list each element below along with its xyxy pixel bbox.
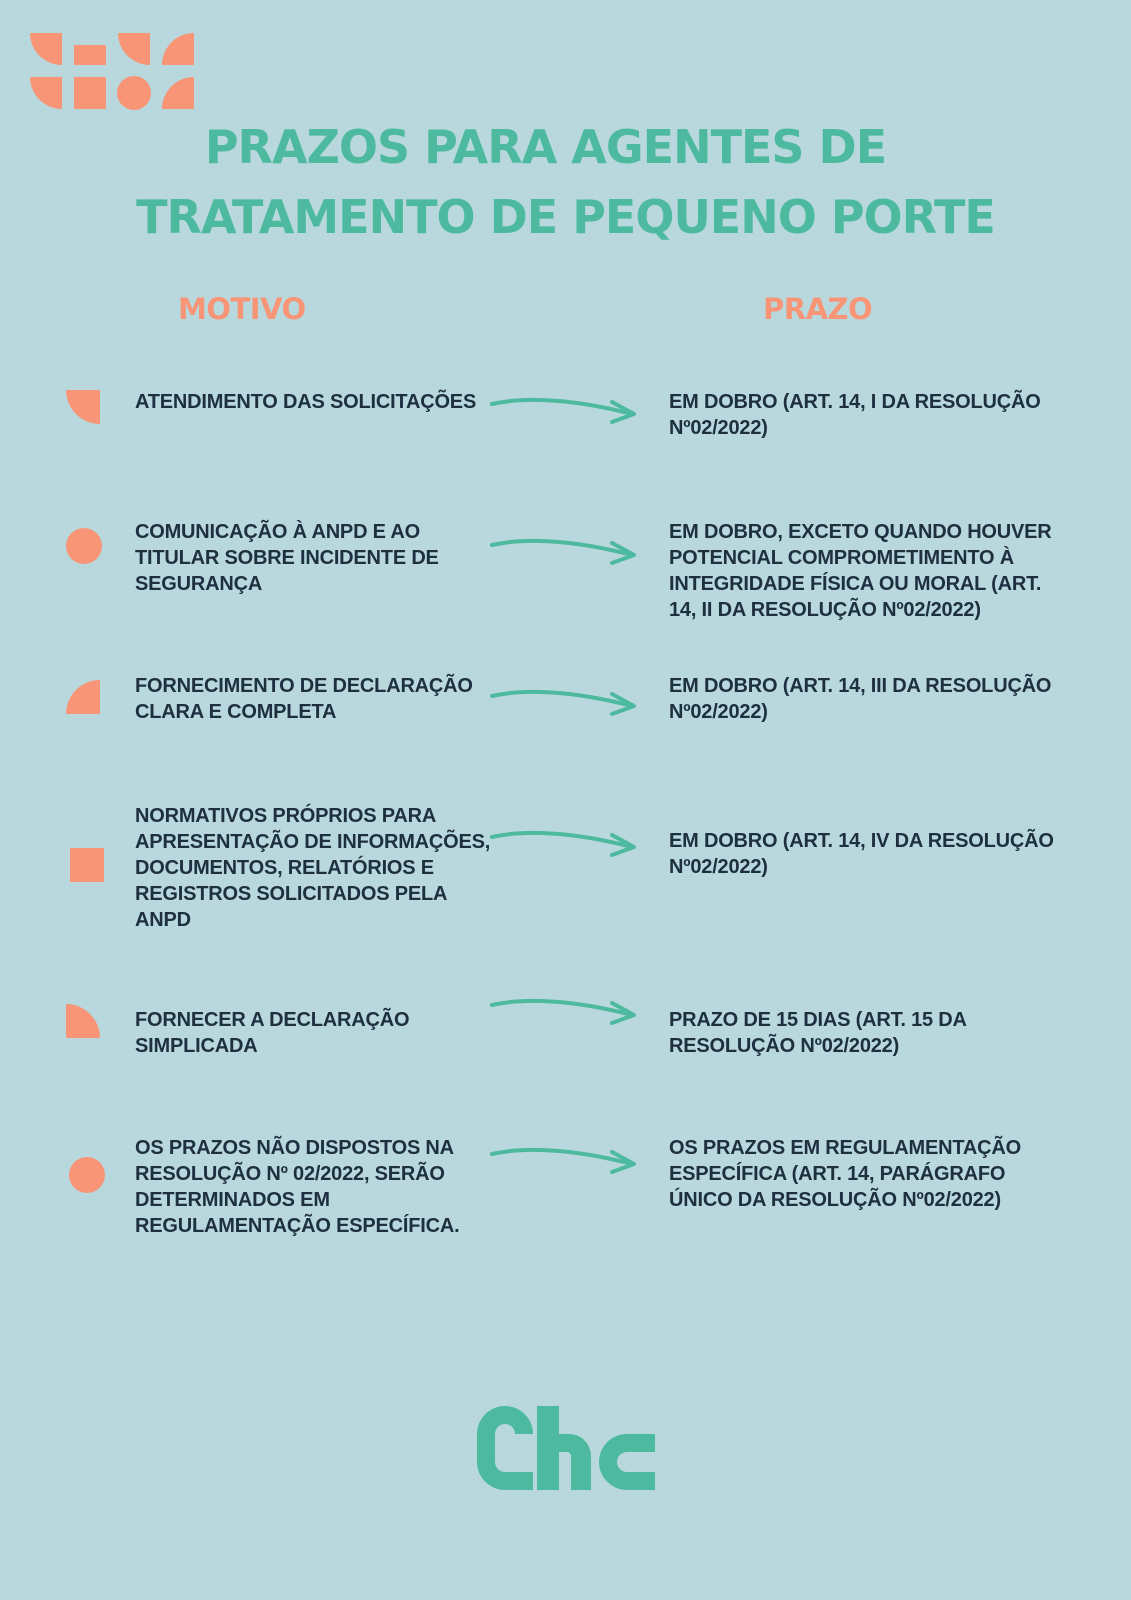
row-5-prazo: PRAZO DE 15 DIAS (ART. 15 DA RESOLUÇÃO N… [669, 1009, 967, 1057]
quarter-circle-icon [66, 680, 100, 714]
circle-icon [66, 528, 102, 564]
row-4-prazo: EM DOBRO (ART. 14, IV DA RESOLUÇÃO Nº02/… [669, 830, 1054, 878]
chc-logo-icon [477, 1406, 655, 1490]
row-5-motivo: FORNECER A DECLARAÇÃO SIMPLICADA [135, 1009, 410, 1057]
row-1-motivo: ATENDIMENTO DAS SOLICITAÇÕES [135, 391, 477, 413]
geometric-shapes-logo-icon [30, 33, 194, 110]
arrow-right-icon [490, 538, 636, 565]
row-2-prazo: EM DOBRO, EXCETO QUANDO HOUVER POTENCIAL… [669, 521, 1052, 621]
row-4-motivo: NORMATIVOS PRÓPRIOS PARA APRESENTAÇÃO DE… [135, 805, 491, 931]
row-6-motivo: OS PRAZOS NÃO DISPOSTOS NA RESOLUÇÃO Nº … [135, 1137, 460, 1237]
row-1-prazo: EM DOBRO (ART. 14, I DA RESOLUÇÃO Nº02/2… [669, 391, 1041, 439]
title-line-1: PRAZOS PARA AGENTES DE [204, 120, 887, 174]
quarter-circle-icon [66, 390, 100, 424]
column-header-prazo: PRAZO [763, 292, 873, 326]
arrow-right-icon [490, 689, 636, 716]
quarter-circle-icon [66, 1004, 100, 1038]
arrow-right-icon [490, 397, 636, 424]
row-3-prazo: EM DOBRO (ART. 14, III DA RESOLUÇÃO Nº02… [669, 675, 1052, 723]
arrow-right-icon [490, 998, 636, 1025]
column-header-motivo: MOTIVO [178, 292, 306, 326]
page-title: PRAZOS PARA AGENTES DE TRATAMENTO DE PEQ… [0, 112, 1131, 252]
row-6-prazo: OS PRAZOS EM REGULAMENTAÇÃO ESPECÍFICA (… [669, 1137, 1022, 1211]
title-line-2: TRATAMENTO DE PEQUENO PORTE [136, 190, 996, 244]
row-3-motivo: FORNECIMENTO DE DECLARAÇÃO CLARA E COMPL… [135, 675, 473, 723]
arrow-right-icon [490, 830, 636, 857]
row-2-motivo: COMUNICAÇÃO À ANPD E AO TITULAR SOBRE IN… [135, 521, 439, 595]
circle-icon [69, 1157, 105, 1193]
arrow-right-icon [490, 1147, 636, 1174]
square-icon [70, 848, 104, 882]
